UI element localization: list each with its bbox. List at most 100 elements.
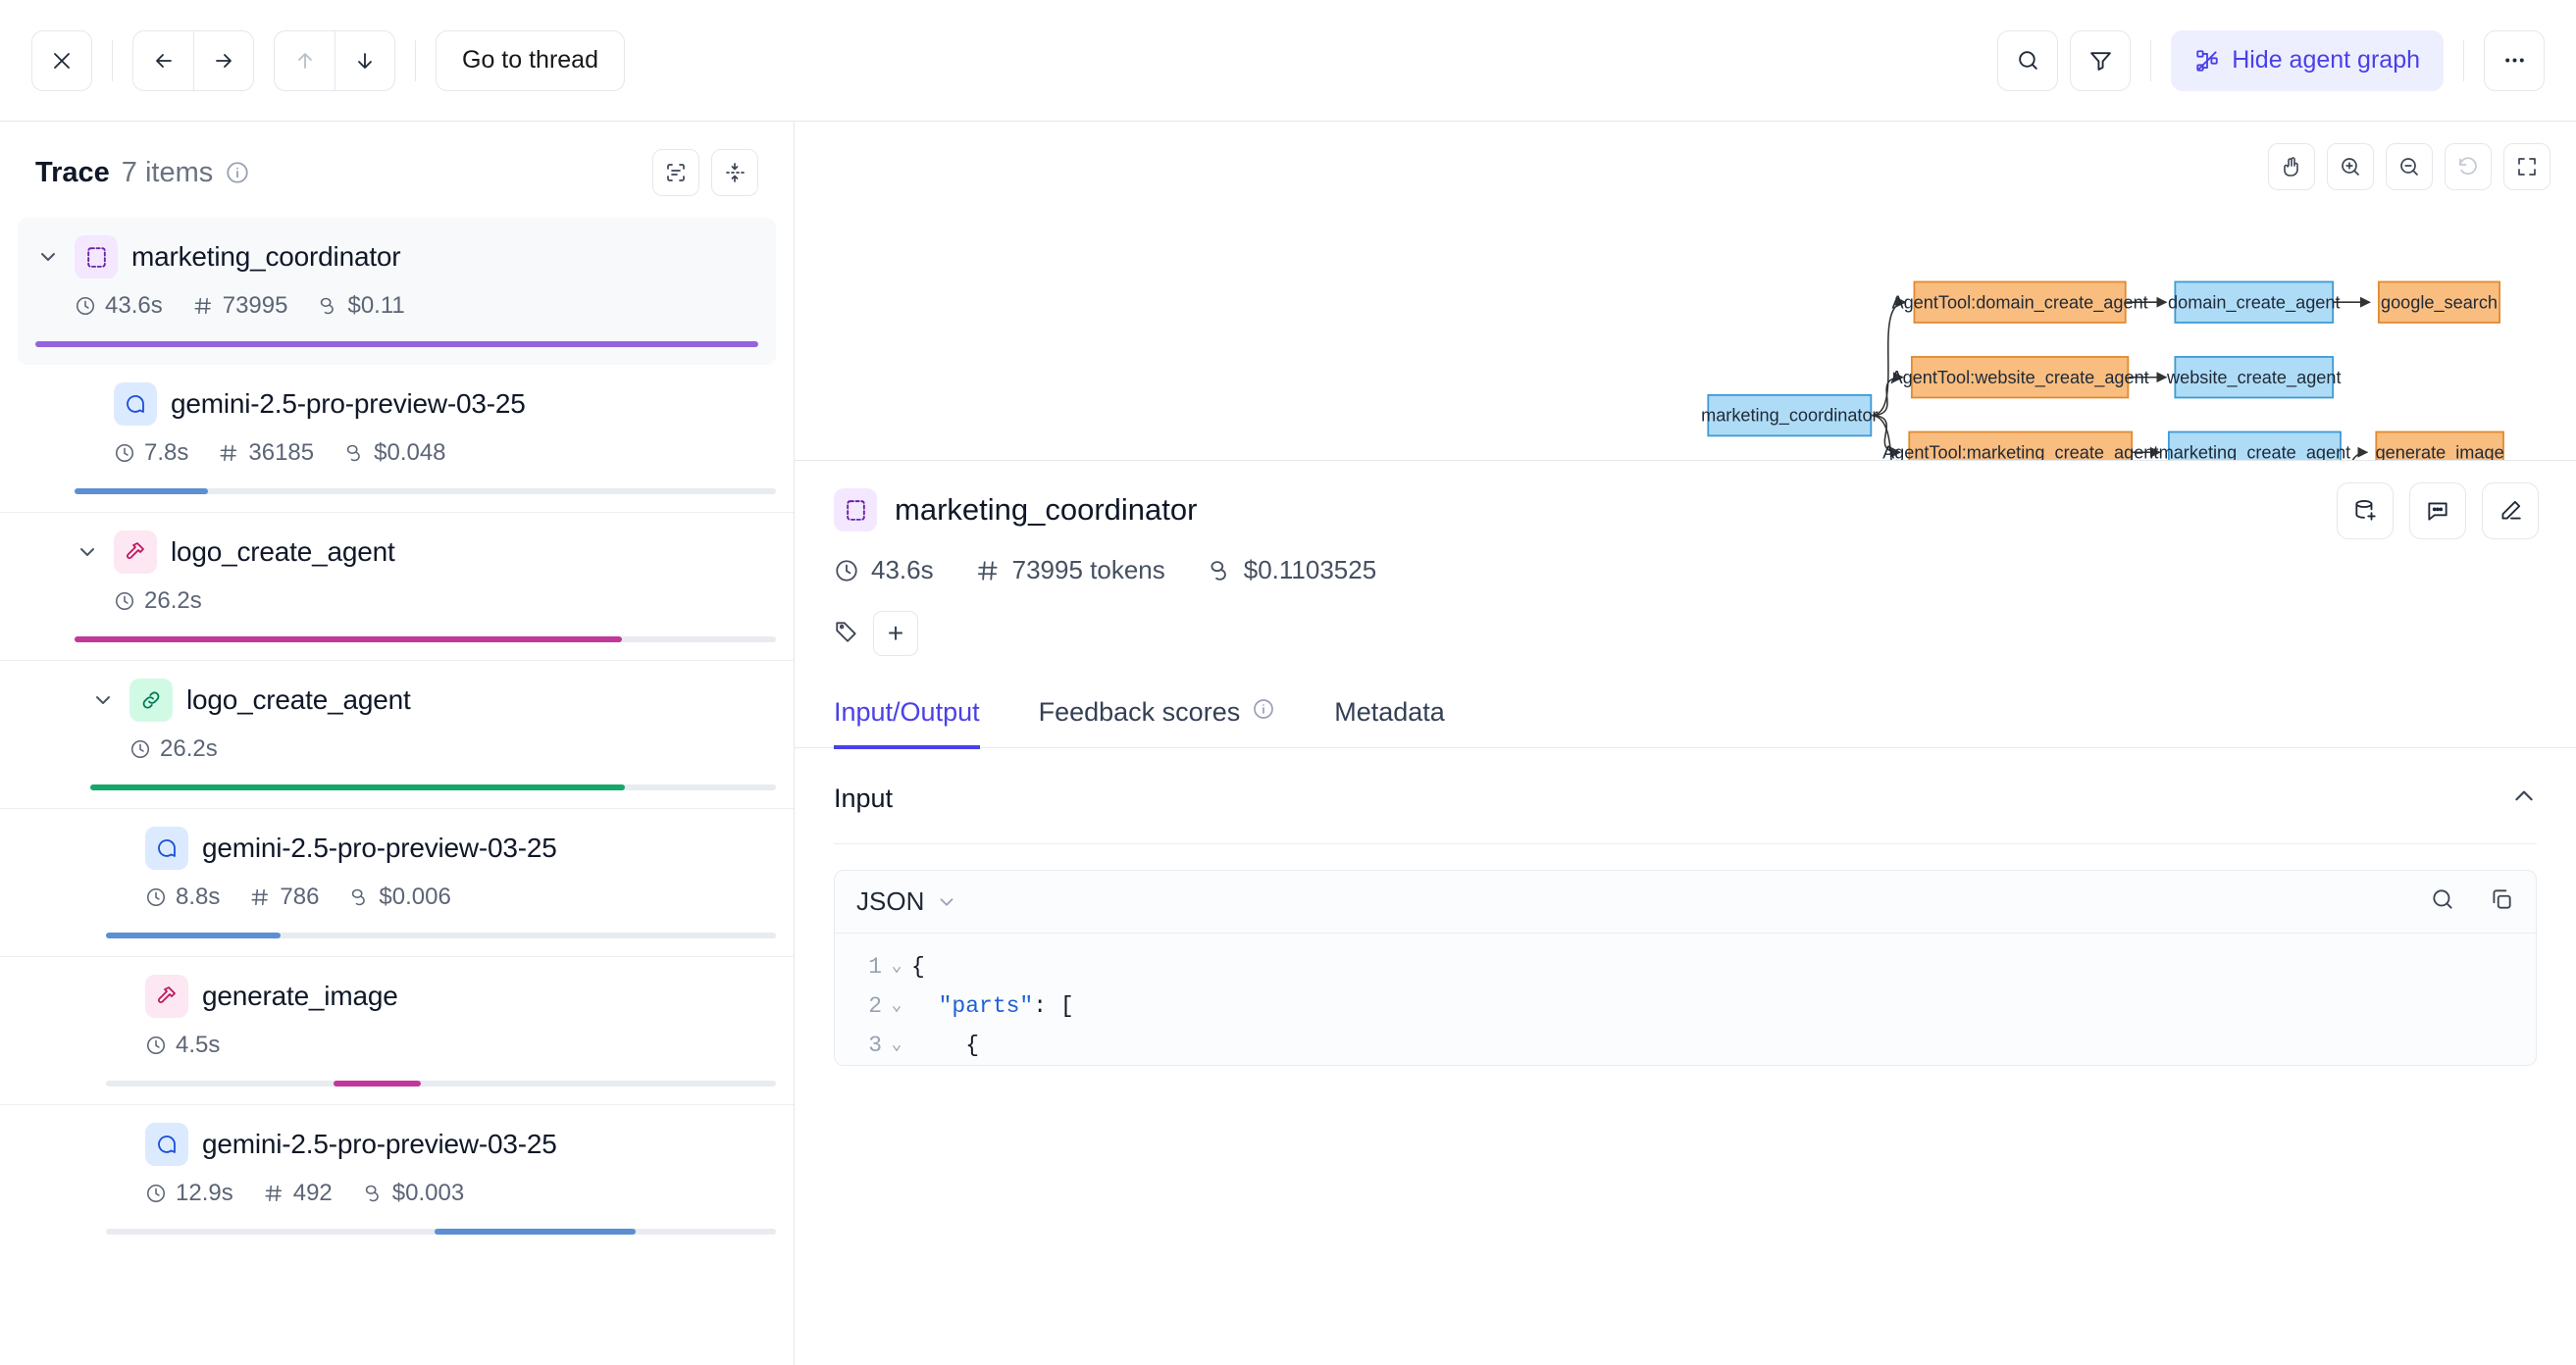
trace-item-row[interactable]: gemini-2.5-pro-preview-03-25: [106, 1123, 776, 1166]
close-button[interactable]: [31, 29, 92, 91]
graph-node-domain-create-agent[interactable]: domain_create_agent: [2168, 280, 2341, 324]
fullscreen-button[interactable]: [2503, 143, 2550, 190]
trace-item-row[interactable]: generate_image: [106, 975, 776, 1018]
search-button[interactable]: [1997, 29, 2059, 91]
item-duration: 26.2s: [129, 735, 218, 763]
add-to-dataset-button[interactable]: [2337, 482, 2394, 539]
right-column: marketing_coordinator AgentTool:domain_cr…: [795, 122, 2576, 1365]
graph-node-at-website[interactable]: AgentTool:website_create_agent: [1890, 356, 2149, 399]
item-duration: 7.8s: [114, 439, 188, 467]
trace-item-duration-bar: [35, 341, 758, 347]
trace-item-divider: [0, 808, 794, 809]
trace-item-row[interactable]: marketing_coordinator: [35, 235, 758, 278]
fold-toggle-icon[interactable]: ⌄: [891, 957, 902, 977]
tab-metadata[interactable]: Metadata: [1334, 683, 1445, 749]
info-icon[interactable]: [1252, 697, 1275, 728]
toolbar-divider-4: [2463, 39, 2464, 81]
item-duration: 43.6s: [75, 292, 163, 320]
tab-input-output[interactable]: Input/Output: [834, 683, 980, 749]
forward-button[interactable]: [193, 29, 254, 91]
json-copy-button[interactable]: [2489, 886, 2514, 917]
expand-toggle-icon[interactable]: [35, 245, 61, 269]
trace-item-label: marketing_coordinator: [131, 241, 401, 272]
pan-tool-button[interactable]: [2268, 143, 2315, 190]
zoom-out-button[interactable]: [2386, 143, 2433, 190]
reset-view-button[interactable]: [2445, 143, 2492, 190]
tab-feedback-scores[interactable]: Feedback scores: [1039, 683, 1276, 749]
zoom-in-icon: [2342, 158, 2359, 176]
trace-tree-item[interactable]: logo_create_agent 26.2s: [0, 661, 794, 808]
item-duration: 8.8s: [145, 884, 220, 911]
expand-rows-button[interactable]: [652, 149, 699, 196]
json-code-body[interactable]: 1⌄{2⌄ "parts": [3⌄ {: [835, 934, 2536, 1065]
fold-toggle-icon[interactable]: ⌄: [891, 1036, 902, 1055]
arrow-right-icon: [216, 53, 232, 68]
expand-toggle-icon[interactable]: [75, 540, 100, 564]
trace-item-row[interactable]: gemini-2.5-pro-preview-03-25: [106, 827, 776, 870]
previous-row-button[interactable]: [274, 29, 335, 91]
trace-item-timeline: [106, 933, 776, 938]
comment-button[interactable]: [2409, 482, 2466, 539]
edit-button[interactable]: [2482, 482, 2539, 539]
hide-agent-graph-label: Hide agent graph: [2232, 46, 2420, 74]
next-row-button[interactable]: [335, 29, 395, 91]
add-tag-button[interactable]: +: [873, 611, 918, 656]
graph-node-label: google_search: [2381, 292, 2498, 313]
graph-node-website-create-agent[interactable]: website_create_agent: [2166, 356, 2342, 399]
trace-item-row[interactable]: logo_create_agent: [75, 531, 776, 574]
input-output-section: Input JSON: [795, 748, 2576, 1066]
span-detail-actions: [2337, 482, 2539, 539]
graph-node-marketing-coordinator[interactable]: marketing_coordinator: [1701, 393, 1879, 437]
detail-tabs[interactable]: Input/Output Feedback scores Metadata: [795, 682, 2576, 749]
info-icon[interactable]: [225, 160, 250, 185]
graph-node-label: marketing_coordinator: [1701, 406, 1879, 427]
page-title: marketing_coordinator: [895, 492, 1198, 527]
agent-graph-canvas[interactable]: marketing_coordinator AgentTool:domain_cr…: [795, 122, 2576, 461]
more-options-button[interactable]: [2484, 29, 2545, 91]
graph-node-label: domain_create_agent: [2168, 292, 2341, 313]
graph-node-box: [2174, 356, 2335, 399]
filter-button[interactable]: [2070, 29, 2132, 91]
duration-value: 43.6s: [871, 555, 934, 584]
trace-span-icon: [75, 235, 118, 278]
trace-tree-item[interactable]: logo_create_agent 26.2s: [0, 513, 794, 660]
trace-item-row[interactable]: logo_create_agent: [90, 679, 776, 722]
zoom-in-button[interactable]: [2327, 143, 2374, 190]
tool-hammer-icon: [145, 975, 188, 1018]
graph-node-box: [2174, 280, 2335, 324]
graph-node-at-domain[interactable]: AgentTool:domain_create_agent: [1891, 280, 2148, 324]
graph-node-at-marketing[interactable]: AgentTool:marketing_create_agent: [1882, 430, 2158, 461]
back-button[interactable]: [132, 29, 193, 91]
input-section-header[interactable]: Input: [834, 748, 2537, 844]
fold-toggle-icon[interactable]: ⌄: [891, 996, 902, 1016]
trace-item-duration-bar: [75, 636, 622, 642]
graph-node-box: [1908, 430, 2134, 460]
trace-item-row[interactable]: gemini-2.5-pro-preview-03-25: [75, 382, 776, 426]
trace-item-timeline: [90, 784, 776, 790]
go-to-thread-button[interactable]: Go to thread: [436, 29, 625, 91]
graph-node-google-search[interactable]: google_search: [2377, 280, 2501, 324]
json-viewer-tools: [2430, 886, 2514, 917]
collapse-input-button[interactable]: [2511, 784, 2537, 814]
agent-graph-pane[interactable]: marketing_coordinator AgentTool:domain_cr…: [795, 122, 2576, 461]
graph-node-box: [1913, 280, 2127, 324]
hide-agent-graph-button[interactable]: Hide agent graph: [2171, 29, 2444, 91]
trace-item-metrics: 26.2s: [114, 587, 776, 615]
item-duration: 4.5s: [145, 1032, 220, 1059]
language-selector[interactable]: JSON: [856, 886, 957, 917]
json-search-button[interactable]: [2430, 886, 2455, 917]
json-viewer[interactable]: JSON 1⌄{2⌄ "parts": [3⌄ {: [834, 870, 2537, 1066]
graph-node-generate-image[interactable]: generate_image: [2375, 430, 2504, 461]
collapse-rows-button[interactable]: [711, 149, 758, 196]
hash-icon: [977, 560, 998, 581]
expand-toggle-icon[interactable]: [90, 688, 116, 712]
trace-tree-item[interactable]: generate_image 4.5s: [0, 957, 794, 1104]
graph-node-marketing-create-agent[interactable]: marketing_create_agent: [2159, 430, 2351, 461]
trace-item-timeline: [75, 488, 776, 494]
